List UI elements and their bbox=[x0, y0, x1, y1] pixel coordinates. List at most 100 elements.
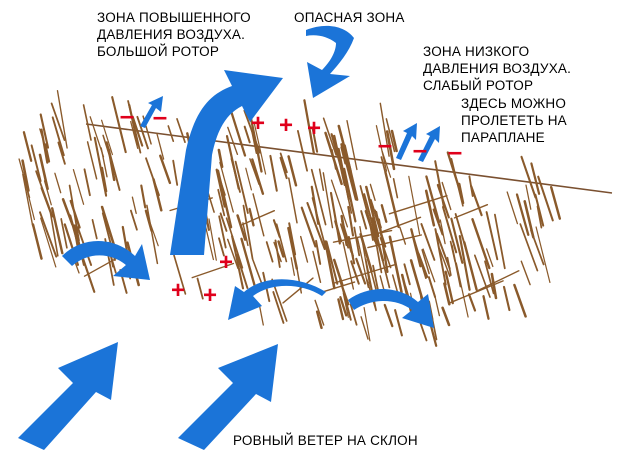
tree-stroke bbox=[159, 154, 172, 185]
tree-stroke bbox=[332, 229, 393, 243]
tree-stroke bbox=[343, 167, 357, 223]
tree-stroke bbox=[249, 158, 260, 185]
tree-stroke bbox=[140, 184, 147, 209]
tree-stroke bbox=[530, 162, 541, 195]
tree-stroke bbox=[355, 257, 367, 285]
tree-stroke bbox=[279, 152, 288, 174]
tree-stroke bbox=[306, 201, 326, 251]
tree-stroke bbox=[288, 177, 298, 224]
plus-sign: + bbox=[219, 249, 233, 276]
tree-stroke bbox=[381, 150, 392, 178]
plus-sign: + bbox=[203, 282, 217, 309]
tree-stroke bbox=[458, 235, 471, 291]
high-pressure-line-3: БОЛЬШОЙ РОТОР bbox=[97, 44, 220, 59]
tree-stroke bbox=[318, 168, 325, 191]
tree-stroke bbox=[22, 173, 34, 227]
tree-stroke bbox=[432, 208, 444, 236]
tree-stroke bbox=[388, 235, 403, 294]
minus-sign: – bbox=[413, 134, 427, 164]
tree-stroke bbox=[300, 206, 317, 248]
tree-stroke bbox=[473, 254, 491, 298]
tree-stroke bbox=[251, 158, 265, 195]
tree-stroke bbox=[145, 157, 160, 197]
tree-stroke bbox=[427, 276, 437, 299]
tree-stroke bbox=[535, 226, 551, 284]
plus-sign: + bbox=[279, 112, 293, 139]
tree-stroke bbox=[38, 153, 49, 191]
tree-stroke bbox=[467, 293, 477, 312]
tree-stroke bbox=[337, 124, 352, 173]
tree-stroke bbox=[235, 253, 249, 289]
tree-stroke bbox=[455, 262, 469, 318]
small-up-arrow-right-1 bbox=[396, 123, 417, 160]
tree-stroke bbox=[287, 155, 298, 187]
high-pressure-line-1: ЗОНА ПОВЫШЕННОГО bbox=[97, 10, 251, 25]
tree-stroke bbox=[333, 264, 395, 284]
tree-stroke bbox=[39, 211, 58, 258]
tree-stroke bbox=[240, 237, 258, 292]
minus-sign: – bbox=[153, 101, 167, 131]
tree-stroke bbox=[367, 234, 422, 249]
tree-stroke bbox=[421, 249, 430, 275]
tree-stroke bbox=[444, 270, 454, 305]
tree-stroke bbox=[417, 252, 429, 278]
tree-stroke bbox=[275, 223, 288, 263]
tree-stroke bbox=[365, 185, 380, 238]
tree-stroke bbox=[218, 215, 227, 249]
tree-stroke bbox=[475, 270, 520, 292]
minus-signs: – – – – – bbox=[120, 100, 462, 166]
tree-stroke bbox=[453, 203, 489, 219]
tree-stroke bbox=[330, 179, 349, 228]
tree-stroke bbox=[216, 170, 226, 196]
ridge-line bbox=[85, 123, 613, 194]
tree-stroke bbox=[269, 154, 278, 192]
tree-stroke bbox=[274, 239, 281, 268]
tree-stroke bbox=[100, 205, 117, 251]
tree-stroke bbox=[236, 214, 247, 241]
minus-sign: – bbox=[378, 129, 392, 159]
center-rotor-arrow bbox=[228, 279, 326, 320]
tree-stroke bbox=[315, 310, 323, 330]
tree-stroke bbox=[303, 99, 316, 155]
tree-stroke bbox=[314, 299, 325, 326]
tree-stroke bbox=[196, 277, 204, 300]
tree-stroke bbox=[311, 197, 327, 250]
tree-stroke bbox=[60, 218, 68, 249]
tree-stroke bbox=[219, 161, 234, 213]
danger-zone-label: ОПАСНАЯ ЗОНА bbox=[294, 9, 405, 26]
tree-stroke bbox=[321, 281, 356, 293]
tree-stroke bbox=[530, 229, 545, 266]
tree-stroke bbox=[225, 217, 244, 269]
tree-stroke bbox=[340, 146, 347, 165]
tree-stroke bbox=[439, 219, 446, 245]
tree-stroke bbox=[349, 303, 358, 326]
tree-stroke bbox=[347, 205, 355, 237]
tree-stroke bbox=[339, 296, 348, 317]
tree-stroke bbox=[385, 130, 396, 171]
tree-stroke bbox=[441, 306, 451, 327]
wind-text: РОВНЫЙ ВЕТЕР НА СКЛОН bbox=[233, 433, 418, 448]
tree-stroke bbox=[176, 118, 186, 144]
tree-stroke bbox=[536, 205, 543, 229]
tree-stroke bbox=[443, 282, 451, 306]
tree-stroke bbox=[363, 307, 371, 342]
tree-stroke bbox=[441, 205, 458, 254]
tree-stroke bbox=[322, 172, 334, 229]
tree-stroke bbox=[519, 223, 539, 272]
paraglider-line-1: ЗДЕСЬ МОЖНО bbox=[461, 96, 567, 111]
tree-stroke bbox=[315, 239, 322, 265]
tree-stroke bbox=[434, 228, 447, 286]
tree-stroke bbox=[30, 144, 42, 183]
tree-stroke bbox=[299, 235, 309, 263]
tree-stroke bbox=[219, 212, 228, 232]
low-pressure-line-3: СЛАБЫЙ РОТОР bbox=[423, 78, 534, 93]
tree-stroke bbox=[435, 232, 451, 270]
tree-stroke bbox=[217, 188, 226, 217]
tree-stroke bbox=[50, 207, 64, 255]
tree-stroke bbox=[431, 318, 438, 341]
low-pressure-line-1: ЗОНА НИЗКОГО bbox=[423, 44, 530, 59]
tree-stroke bbox=[131, 115, 144, 147]
plus-sign: + bbox=[171, 277, 185, 304]
tree-stroke bbox=[191, 262, 235, 279]
